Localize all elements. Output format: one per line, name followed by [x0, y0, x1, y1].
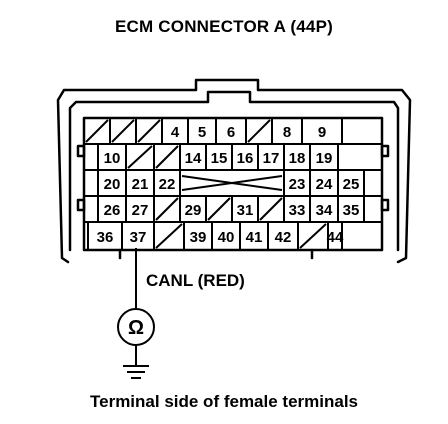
terminal-16: 16: [237, 150, 254, 167]
blank-cavity: [155, 223, 183, 249]
terminal-35: 35: [343, 202, 360, 219]
blank-zone: [181, 175, 283, 191]
blank-cavity: [259, 197, 283, 221]
terminal-36: 36: [97, 229, 114, 246]
terminal-34: 34: [316, 202, 333, 219]
terminal-4: 4: [171, 124, 180, 141]
blank-cavity: [111, 119, 135, 143]
terminal-19: 19: [316, 150, 333, 167]
blank-cavity: [299, 223, 327, 249]
terminal-8: 8: [283, 124, 291, 141]
terminal-44: 44: [327, 229, 344, 246]
blank-cavity: [155, 197, 179, 221]
terminal-27: 27: [132, 202, 149, 219]
diagram-caption: Terminal side of female terminals: [90, 392, 358, 411]
diagram-title: ECM CONNECTOR A (44P): [115, 17, 333, 36]
terminal-41: 41: [246, 229, 263, 246]
terminal-5: 5: [198, 124, 206, 141]
connector-inner-housing: [68, 90, 400, 252]
probe-label: CANL (RED): [146, 271, 245, 290]
terminal-6: 6: [227, 124, 235, 141]
terminal-10: 10: [104, 150, 121, 167]
terminal-14: 14: [185, 150, 202, 167]
blank-cavity: [127, 145, 153, 169]
terminal-25: 25: [343, 176, 360, 193]
blank-cavity: [247, 119, 271, 143]
terminal-22: 22: [159, 176, 176, 193]
terminal-37: 37: [130, 229, 147, 246]
terminal-23: 23: [289, 176, 306, 193]
terminal-33: 33: [289, 202, 306, 219]
ohm-symbol: Ω: [128, 317, 144, 339]
terminal-24: 24: [316, 176, 333, 193]
blank-cavity: [85, 119, 109, 143]
terminal-26: 26: [104, 202, 121, 219]
terminal-21: 21: [132, 176, 149, 193]
terminal-17: 17: [263, 150, 280, 167]
terminal-9: 9: [318, 124, 326, 141]
connector-housing: [56, 78, 412, 264]
blank-cavity: [155, 145, 179, 169]
blank-cavity: [137, 119, 161, 143]
terminal-31: 31: [237, 202, 254, 219]
blank-cavity: [207, 197, 231, 221]
terminal-40: 40: [218, 229, 235, 246]
terminal-29: 29: [185, 202, 202, 219]
terminal-15: 15: [211, 150, 228, 167]
terminal-18: 18: [289, 150, 306, 167]
terminal-20: 20: [104, 176, 121, 193]
terminal-42: 42: [275, 229, 292, 246]
terminal-39: 39: [190, 229, 207, 246]
